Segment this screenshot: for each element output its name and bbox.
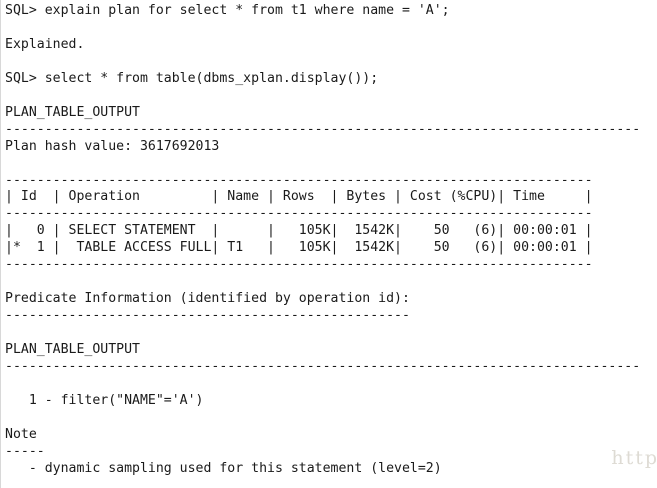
console-output-text: SQL> explain plan for select * from t1 w… bbox=[5, 3, 641, 476]
